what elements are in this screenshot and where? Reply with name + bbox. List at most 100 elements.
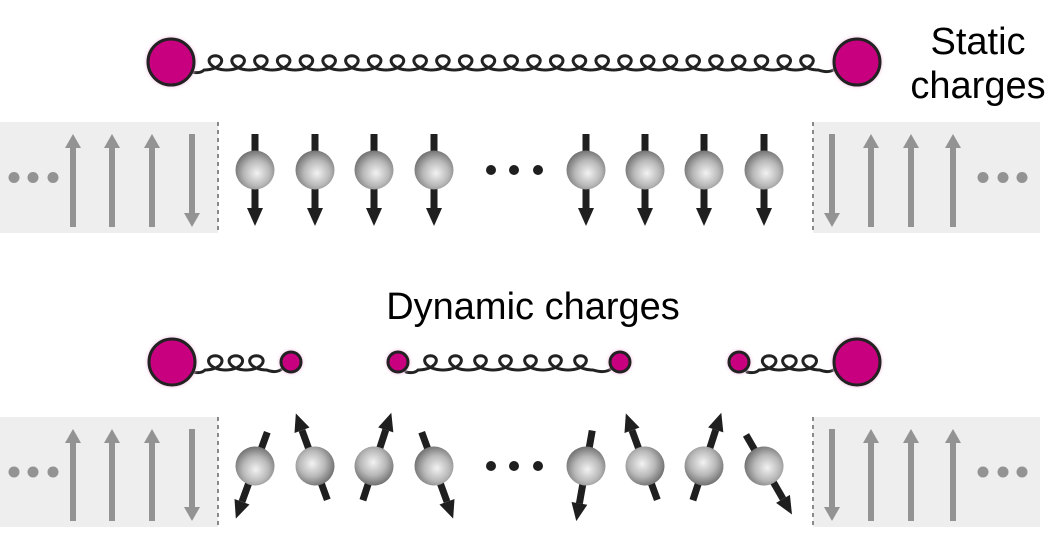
spin-arrow-head [756,208,772,226]
spin-arrow-head [378,412,394,433]
spin-arrow-head [294,413,310,434]
charge-large [832,337,882,387]
spin-ball [684,150,724,190]
bath-arrow-head [144,134,160,148]
bath-arrow-shaft [868,441,874,521]
spin-ball [414,150,454,190]
spin-ball [354,446,394,486]
spin-site [294,413,335,502]
bath-arrow-shaft [149,146,155,227]
bath-arrow-shaft [829,134,835,215]
spin-arrow-head [571,502,588,522]
spin-ball [625,150,665,190]
spin-arrow-head [426,208,442,226]
ellipsis-dot [1016,172,1028,183]
string-spring [191,354,285,375]
charge-ball [279,350,303,374]
spin-site [354,134,394,226]
left-bath-static [0,122,219,233]
spin-site [624,413,665,502]
ellipsis-dot [997,466,1009,478]
charge-ball [386,350,410,374]
charge-ball [832,337,882,387]
spin-arrow-head [307,208,323,226]
bath-arrow-shaft [950,146,956,227]
spin-ball [295,150,335,190]
spin-ball [235,150,275,190]
ellipsis-dot [47,466,59,478]
chain-ellipsis-dot [509,461,519,471]
spin-arrow-head [439,498,455,519]
ellipsis-dot [27,466,39,478]
spin-site [684,134,724,226]
charge-ball [832,37,882,87]
spin-site [566,429,606,522]
bath-arrow-head [184,507,200,521]
spin-site [235,134,275,226]
static-charges-label: Static charges [895,20,1061,108]
bath-arrow-head [863,429,879,443]
bath-arrow-head [104,134,120,148]
static-label-line-2: charges [910,65,1046,107]
bath-arrow-shaft [829,429,835,509]
spin-arrow-head [624,413,640,434]
charge-ball [608,350,632,374]
spin-site [684,412,724,502]
charge-large [832,37,882,87]
spin-arrow-tail [311,134,319,158]
spin-site [295,134,335,226]
bath-arrow-shaft [908,146,914,227]
static-label-line-1: Static [930,21,1026,63]
spin-arrow-tail [430,134,438,158]
spin-arrow-head [776,494,792,515]
bath-arrow-head [945,429,961,443]
spin-arrow-head [247,208,263,226]
spin-arrow-tail [251,134,259,158]
bath-arrow-shaft [189,429,195,509]
charge-small [386,350,410,374]
bath-arrow-head [903,429,919,443]
spin-ball [684,446,724,486]
spin-ball [414,446,454,486]
bath-arrow-head [824,213,840,227]
bath-arrow-shaft [149,441,155,521]
spin-arrow-head [696,208,712,226]
ellipsis-dot [1016,466,1028,478]
bath-arrow-head [65,134,81,148]
charge-large [147,337,197,387]
chain-ellipsis-dot [486,461,496,471]
spin-site [742,433,792,515]
ellipsis-dot [47,172,59,183]
spin-site [625,134,665,226]
spin-ball [625,446,665,486]
ellipsis-dot [8,466,20,478]
charge-ball [147,337,197,387]
spin-ball [235,446,275,486]
spin-ball [744,446,784,486]
bath-arrow-head [824,507,840,521]
spring-path [745,354,838,375]
spin-arrow-tail [700,134,708,158]
spin-ball [744,150,784,190]
spin-ball [566,150,606,190]
ellipsis-dot [27,172,39,183]
spin-site [414,134,454,226]
spin-ball [295,446,335,486]
right-bath-static [812,122,1040,233]
bath-arrow-head [144,429,160,443]
bath-arrow-shaft [109,441,115,521]
left-bath-dynamic [0,417,219,527]
bath-arrow-shaft [70,441,76,521]
ellipsis-dot [8,172,20,183]
spin-arrow-tail [582,134,590,158]
bath-arrow-head [863,134,879,148]
spring-path [191,354,285,375]
spin-arrow-tail [641,134,649,158]
charge-ball [146,37,196,87]
spin-site [566,134,606,226]
spin-site [354,412,394,502]
ellipsis-dot [977,172,989,183]
bath-arrow-head [903,134,919,148]
bath-arrow-head [65,429,81,443]
